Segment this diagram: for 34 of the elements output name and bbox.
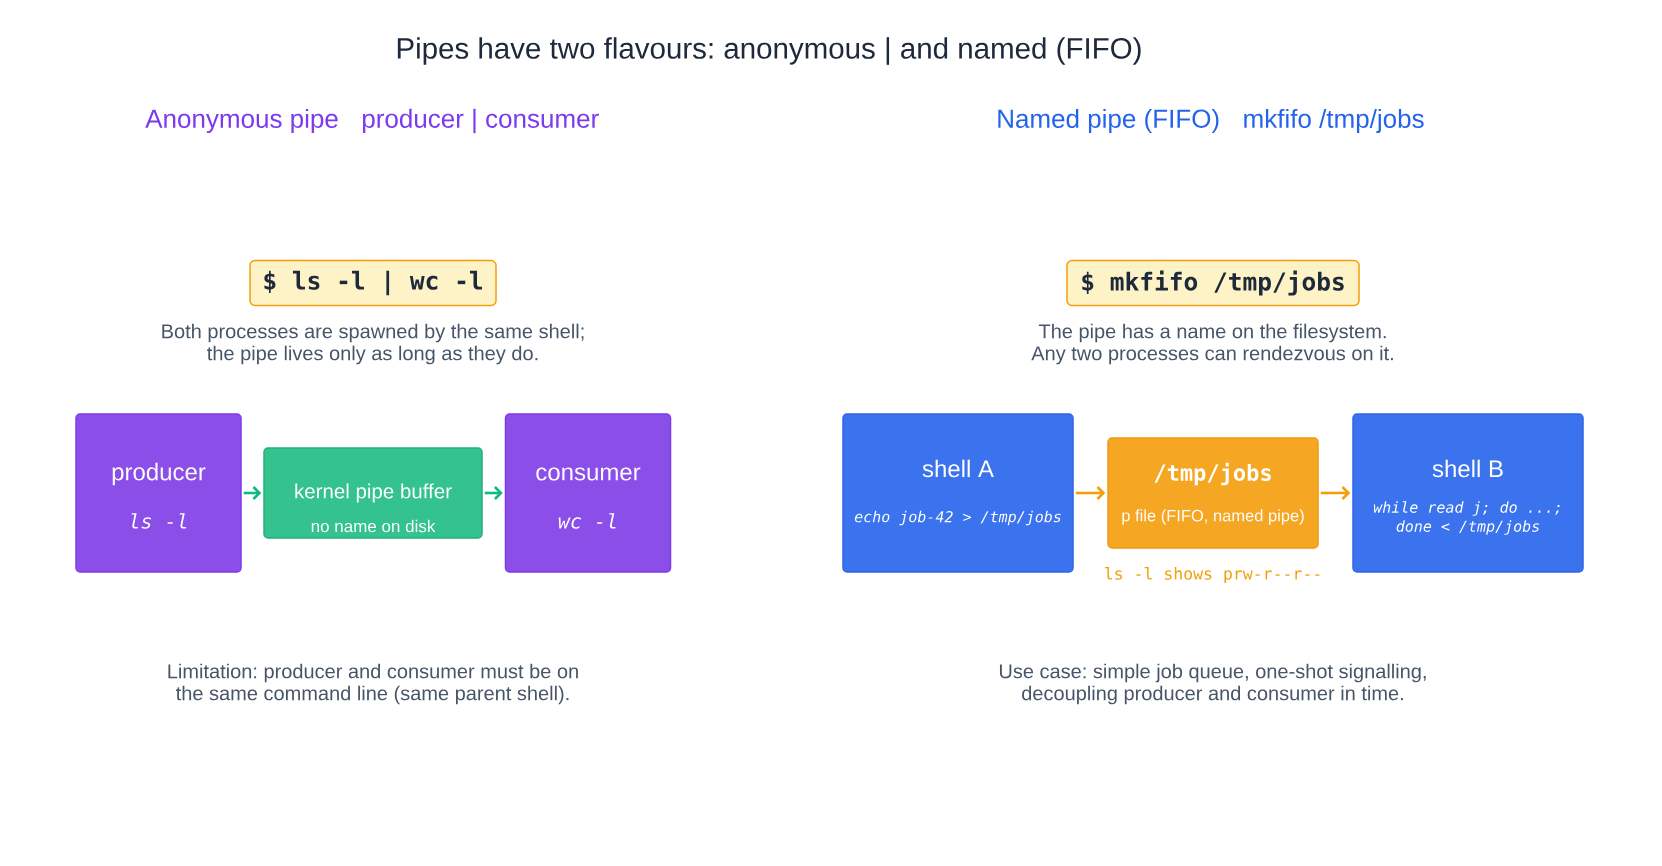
caption-text: ls -l shows prw-r--r-- (1105, 566, 1320, 584)
process-box (75, 413, 242, 573)
file-path: /tmp/jobs (1154, 462, 1271, 486)
box-label: kernel pipe buffer (295, 483, 452, 503)
arrow (484, 486, 503, 500)
section-heading: Anonymous pipe (145, 108, 338, 134)
box-subtitle: p file (FIFO, named pipe) (1122, 509, 1304, 525)
box-label: shell B (1432, 459, 1503, 478)
command-text: wc -l (558, 513, 616, 529)
command-text: ls -l (131, 513, 187, 529)
command-text: echo job-42 > /tmp/jobs (854, 510, 1061, 526)
note-text: Limitation: producer and consumer must be on the same command line (same parent shell). (168, 663, 578, 705)
description-text: Both processes are spawned by the same shell; the pipe lives only as long as they do. (162, 323, 584, 365)
box-label: shell A (922, 459, 994, 478)
note-text: Use case: simple job queue, one-shot signalling, decoupling producer and consumer in time. (1000, 663, 1426, 705)
box-subtitle: no name on disk (311, 519, 436, 533)
section-heading: mkfifo /tmp/jobs (1244, 108, 1424, 134)
arrow (243, 486, 262, 500)
command-box: $ mkfifo /tmp/jobs (1066, 259, 1360, 307)
fifo-box (1107, 437, 1319, 549)
section-heading: Named pipe (FIFO) (998, 108, 1219, 134)
process-box (504, 413, 672, 573)
arrow (1075, 486, 1106, 500)
arrow (1320, 486, 1351, 500)
description-text: The pipe has a name on the filesystem. Any two processes can rendezvous on it. (1031, 323, 1393, 365)
section-heading: producer | consumer (362, 108, 599, 134)
buffer-box (263, 447, 483, 539)
command-box: $ ls -l | wc -l (249, 259, 497, 307)
shell-box (1352, 413, 1584, 573)
box-label: producer (112, 462, 206, 486)
shell-box (842, 413, 1074, 573)
title: Pipes have two flavours: anonymous | and named (FIFO) (397, 37, 1141, 65)
command-text: while read j; do ...; done < /tmp/jobs (1373, 501, 1560, 535)
box-label: consumer (536, 467, 641, 481)
